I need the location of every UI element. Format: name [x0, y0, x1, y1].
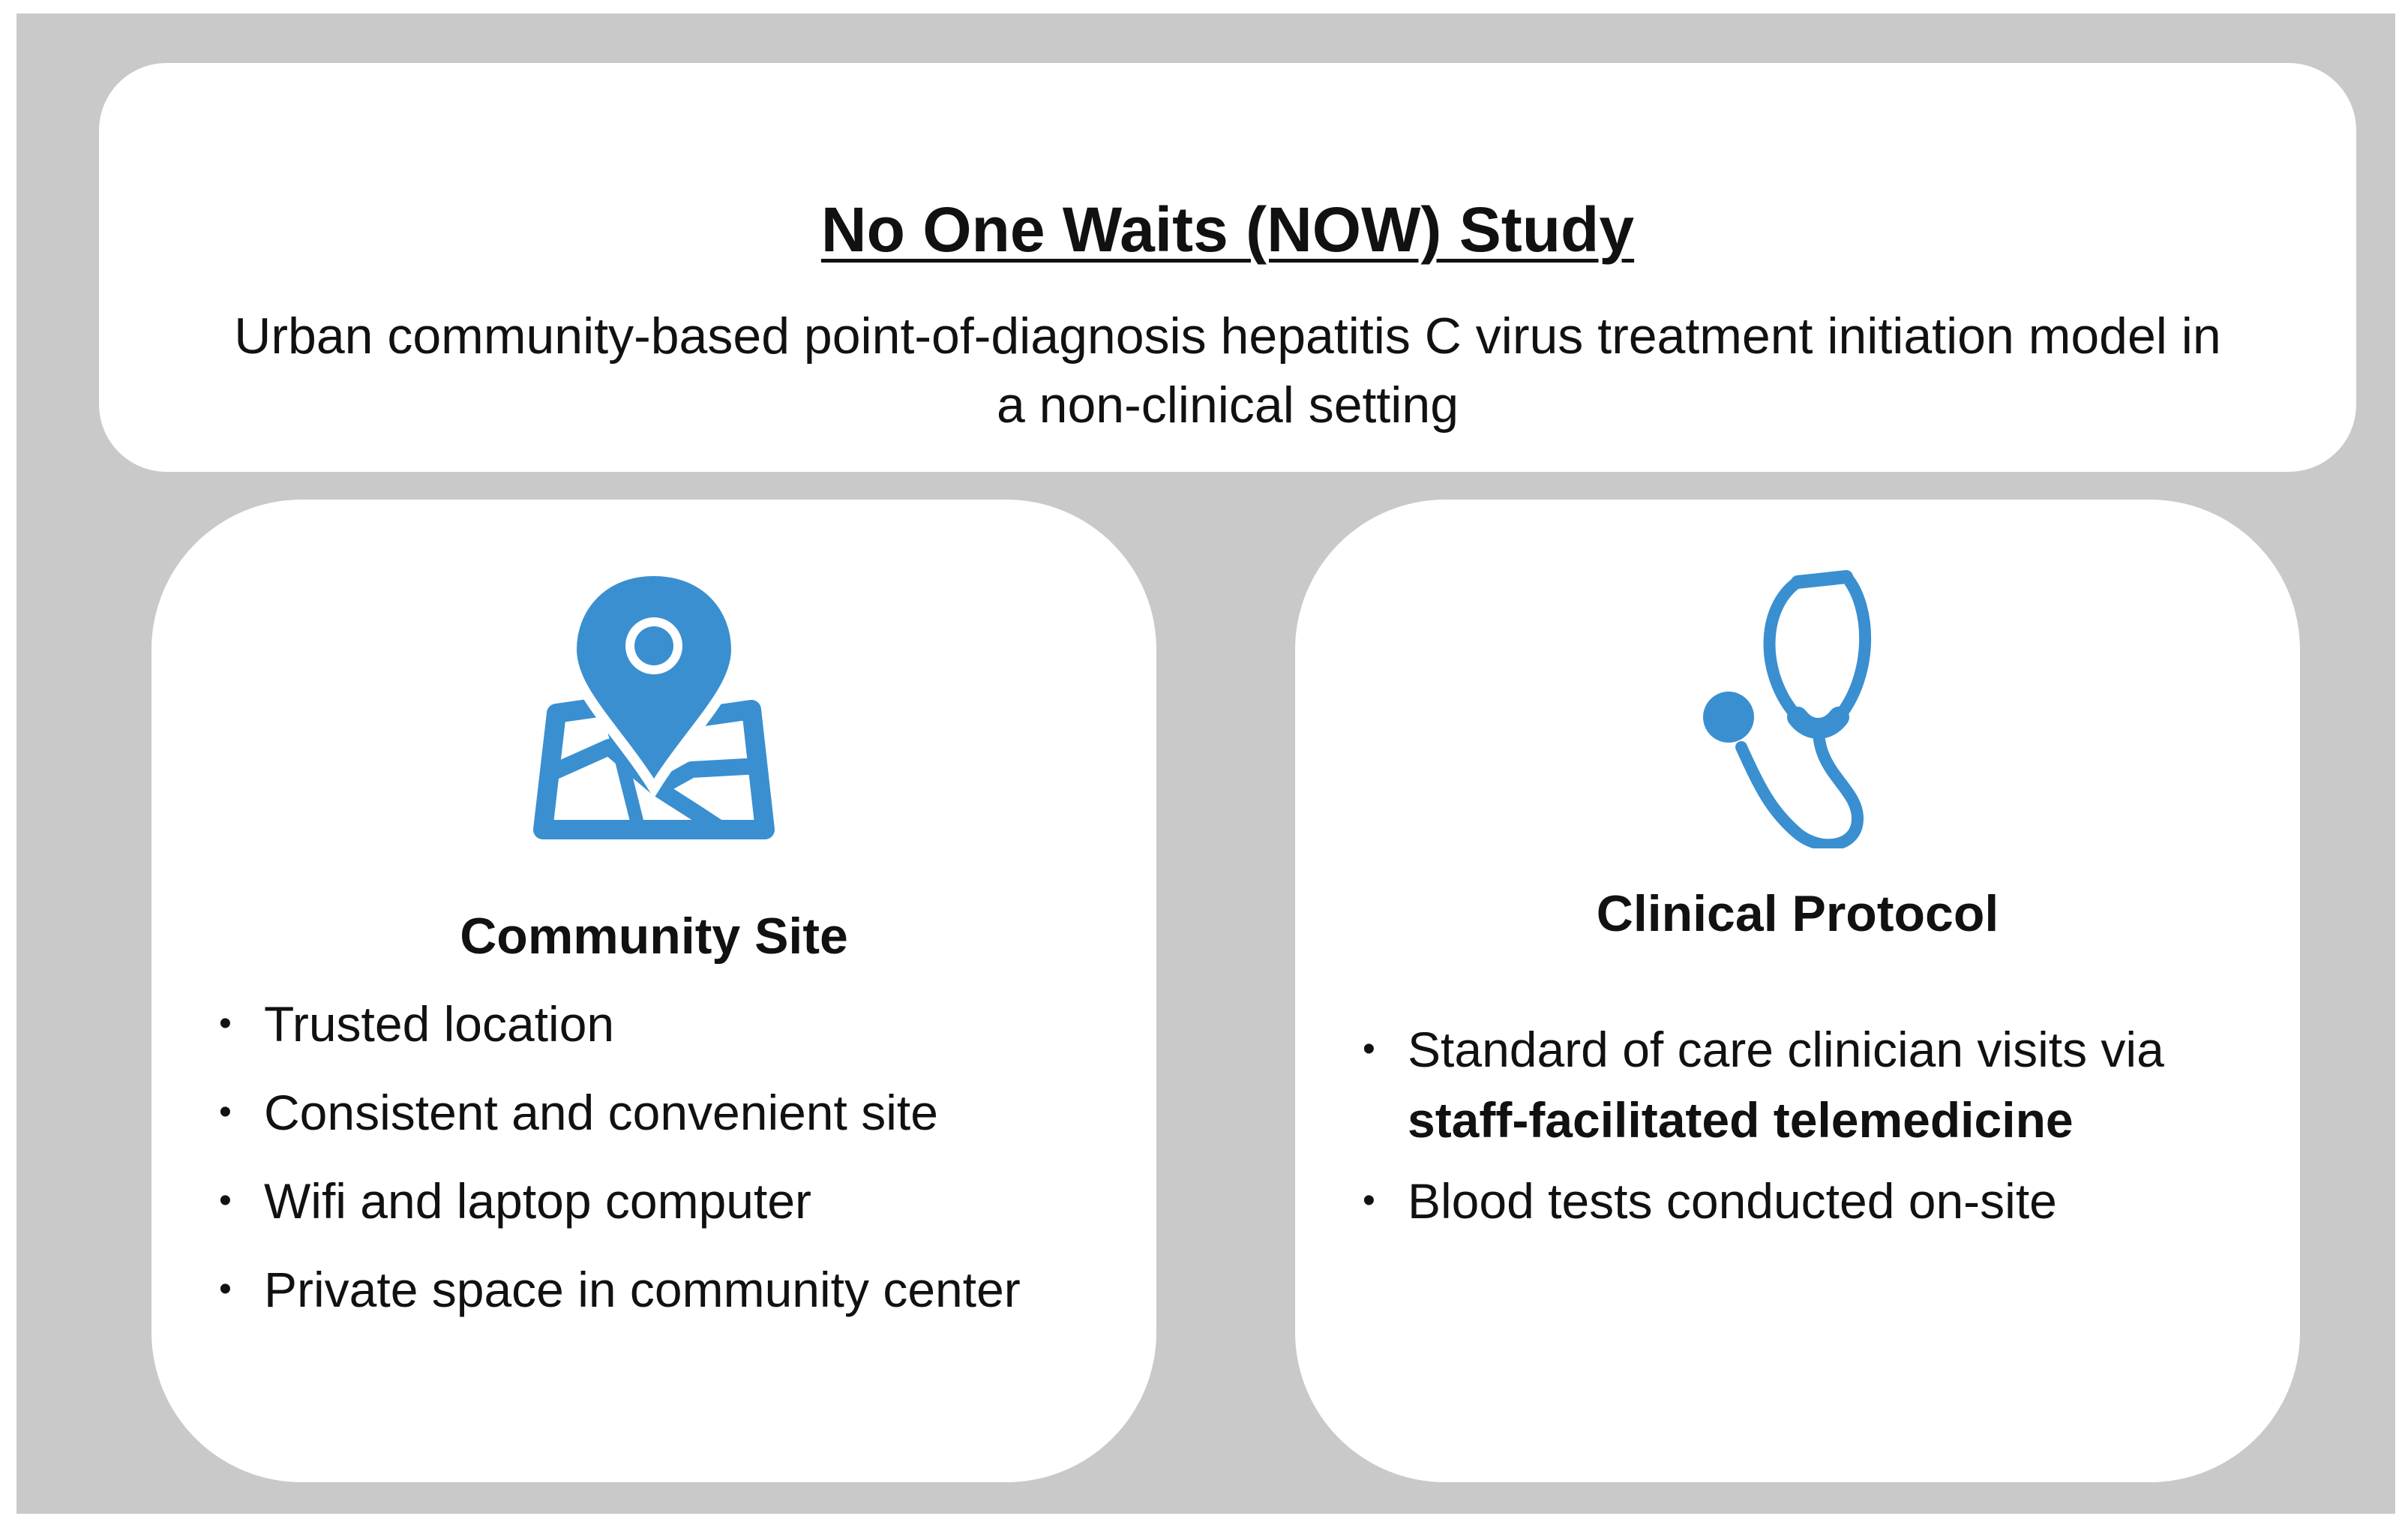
list-item: •Consistent and convenient site [219, 1085, 938, 1140]
list-item: •Private space in community center [219, 1262, 1021, 1317]
study-title: No One Waits (NOW) Study [820, 194, 1635, 265]
clinical-protocol-list: •Standard of care clinician visits via s… [1363, 1014, 2263, 1247]
study-subtitle: Urban community-based point-of-diagnosis… [234, 308, 2221, 434]
list-item: •Wifi and laptop computer [219, 1173, 812, 1229]
study-header-card: No One Waits (NOW) Study Urban community… [99, 63, 2356, 472]
community-site-panel: Community Site •Trusted location •Consis… [151, 500, 1156, 1482]
clinical-protocol-heading: Clinical Protocol [1596, 885, 1999, 942]
stethoscope-icon [1295, 563, 2300, 848]
community-site-heading: Community Site [460, 908, 848, 965]
community-site-list: •Trusted location •Consistent and conven… [219, 989, 1141, 1343]
diagram-frame: No One Waits (NOW) Study Urban community… [16, 14, 2395, 1514]
list-item: •Standard of care clinician visits via s… [1363, 1022, 2164, 1148]
telemedicine-emphasis: staff-facilitated telemedicine [1408, 1092, 2074, 1148]
map-pin-icon [151, 563, 1156, 848]
clinical-protocol-panel: Clinical Protocol •Standard of care clin… [1295, 500, 2300, 1482]
list-item: •Blood tests conducted on-site [1363, 1173, 2057, 1229]
list-item: •Trusted location [219, 996, 615, 1052]
